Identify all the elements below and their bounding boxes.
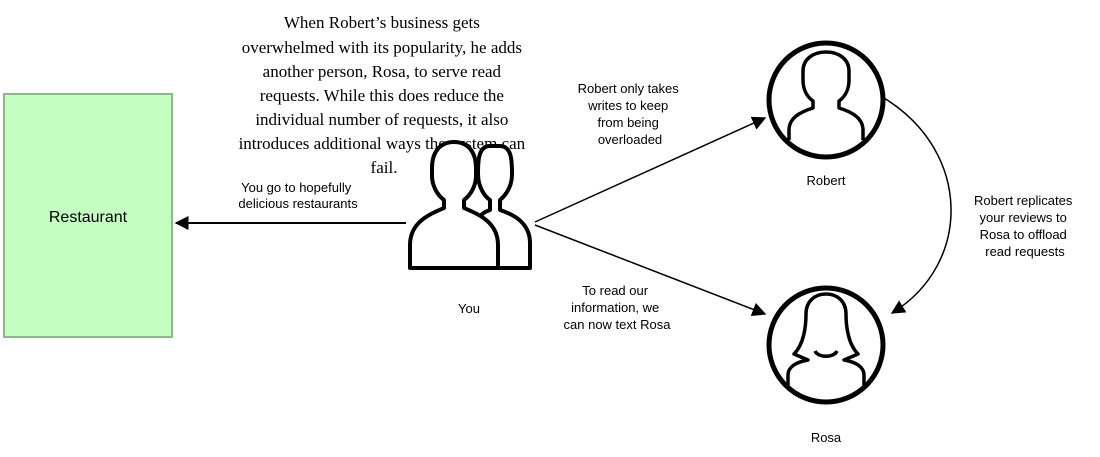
edge-label-line: delicious restaurants [238,196,358,211]
woman-avatar-icon [766,285,886,405]
arrow-you-to-rosa [534,224,767,316]
robert-label: Robert [806,173,845,188]
edge-label-robert-to-rosa: Robert replicates your reviews to Rosa t… [974,193,1076,259]
edge-label-line: from being [597,115,658,130]
edge-label-you-to-restaurant: You go to hopefully delicious restaurant… [238,180,358,211]
edge-label-line: your reviews to [979,210,1066,225]
you-label: You [458,301,480,316]
edge-label-line: Rosa to offload [980,227,1067,242]
edge-label-line: writes to keep [587,98,668,113]
man-avatar-icon [766,40,886,160]
edge-label-line: can now text Rosa [564,317,672,332]
caption-line: another person, Rosa, to serve read [263,62,502,81]
arrow-you-to-robert [534,116,767,223]
edge-label-line: To read our [582,283,648,298]
arrow-robert-to-rosa [883,97,952,314]
edge-label-line: Robert only takes [578,81,680,96]
two-people-icon [408,140,532,270]
edge-label-line: You go to hopefully [241,180,352,195]
edge-label-line: Robert replicates [974,193,1073,208]
edge-label-line: read requests [985,244,1065,259]
edge-label-you-to-rosa: To read our information, we can now text… [564,283,672,332]
caption-line: individual number of requests, it also [255,110,508,129]
caption-line: When Robert’s business gets [284,13,480,32]
restaurant-box [3,93,173,338]
edge-label-line: overloaded [598,132,662,147]
rosa-label: Rosa [811,430,842,445]
restaurant-label: Restaurant [49,209,128,226]
caption-line: fail. [371,158,398,177]
caption-line: requests. While this does reduce the [260,86,504,105]
edge-label-line: information, we [571,300,659,315]
edge-label-you-to-robert: Robert only takes writes to keep from be… [578,81,683,147]
caption-line: overwhelmed with its popularity, he adds [242,38,522,57]
